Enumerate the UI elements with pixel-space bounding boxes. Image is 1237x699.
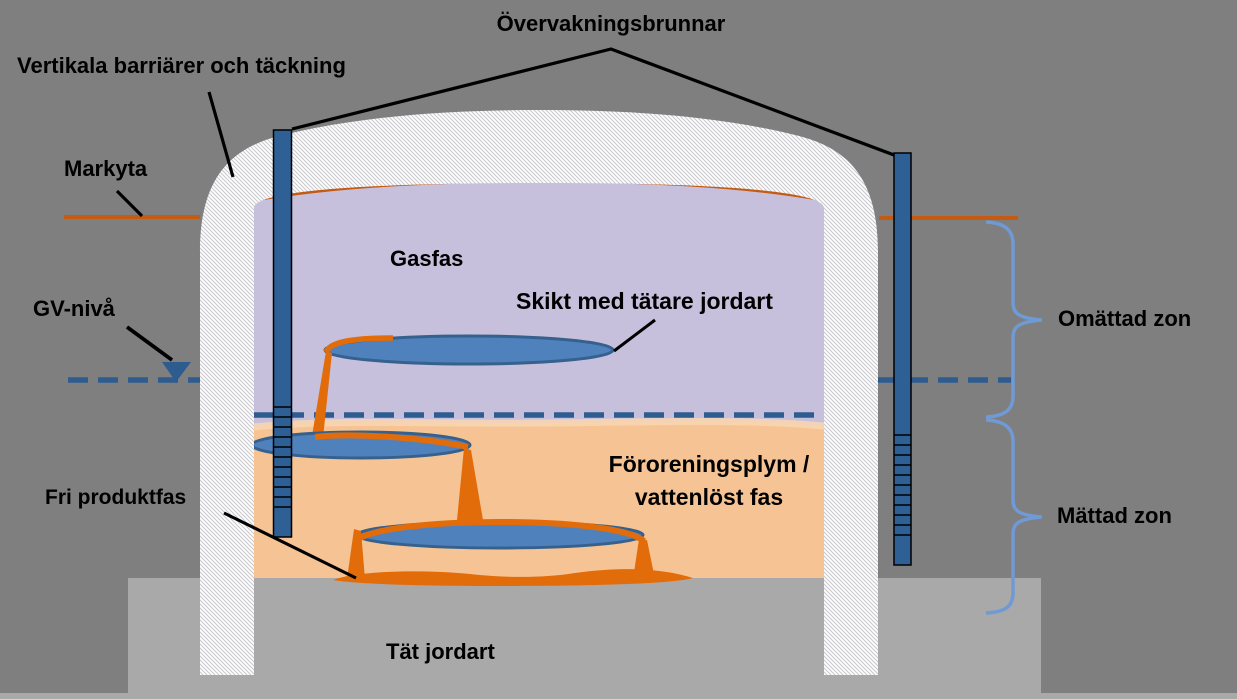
unsaturated-zone-brace bbox=[985, 220, 1043, 419]
pointer-monitoring-wells bbox=[291, 47, 895, 157]
label-contamination-plume: Föroreningsplym / vattenlöst fas bbox=[609, 448, 810, 514]
lens1-contaminant-cap bbox=[323, 335, 394, 354]
label-monitoring-wells: Övervakningsbrunnar bbox=[496, 11, 726, 36]
well-left-casing bbox=[272, 129, 293, 538]
pointer-denser-soil-layer bbox=[613, 318, 656, 353]
dense-soil-floor bbox=[128, 578, 1041, 699]
label-saturated-zone: Mättad zon bbox=[1057, 503, 1172, 528]
containment-barrier-cover bbox=[200, 110, 878, 675]
label-gas-phase: Gasfas bbox=[390, 246, 464, 271]
lens1-drip bbox=[312, 351, 332, 438]
lens2-drip bbox=[457, 448, 483, 520]
label-free-product: Fri produktfas bbox=[45, 486, 187, 509]
lens3-drip-right bbox=[633, 539, 655, 579]
gw-level-triangle-marker bbox=[162, 362, 191, 382]
label-plume-line2: vattenlöst fas bbox=[634, 484, 784, 510]
monitoring-well-right bbox=[893, 152, 912, 566]
monitoring-well-left bbox=[272, 129, 293, 538]
label-plume-line1: Föroreningsplym / bbox=[608, 451, 810, 477]
label-denser-soil-layer: Skikt med tätare jordart bbox=[516, 288, 773, 314]
well-right-casing bbox=[893, 152, 912, 566]
floor-bottom-strip bbox=[0, 693, 1237, 699]
water-table-blend-band bbox=[253, 418, 825, 431]
lens2-contaminant-film bbox=[314, 432, 469, 450]
pointer-vertical-barriers bbox=[207, 91, 235, 178]
label-vertical-barriers: Vertikala barriärer och täckning bbox=[17, 53, 346, 78]
label-gw-level: GV-nivå bbox=[33, 296, 115, 321]
well-right-screen bbox=[894, 434, 911, 536]
pointer-free-product bbox=[223, 511, 357, 580]
pointer-ground-surface bbox=[115, 189, 144, 218]
lens3-contaminant-film bbox=[356, 518, 646, 544]
label-dense-soil: Tät jordart bbox=[386, 639, 495, 664]
pointer-gw-level bbox=[125, 325, 174, 362]
lens3-drip-left bbox=[347, 529, 365, 579]
label-ground-surface: Markyta bbox=[64, 156, 148, 181]
well-left-screen bbox=[273, 406, 292, 508]
saturated-zone-brace bbox=[985, 418, 1043, 615]
label-unsaturated-zone: Omättad zon bbox=[1058, 306, 1192, 331]
free-product-pool bbox=[333, 569, 693, 586]
